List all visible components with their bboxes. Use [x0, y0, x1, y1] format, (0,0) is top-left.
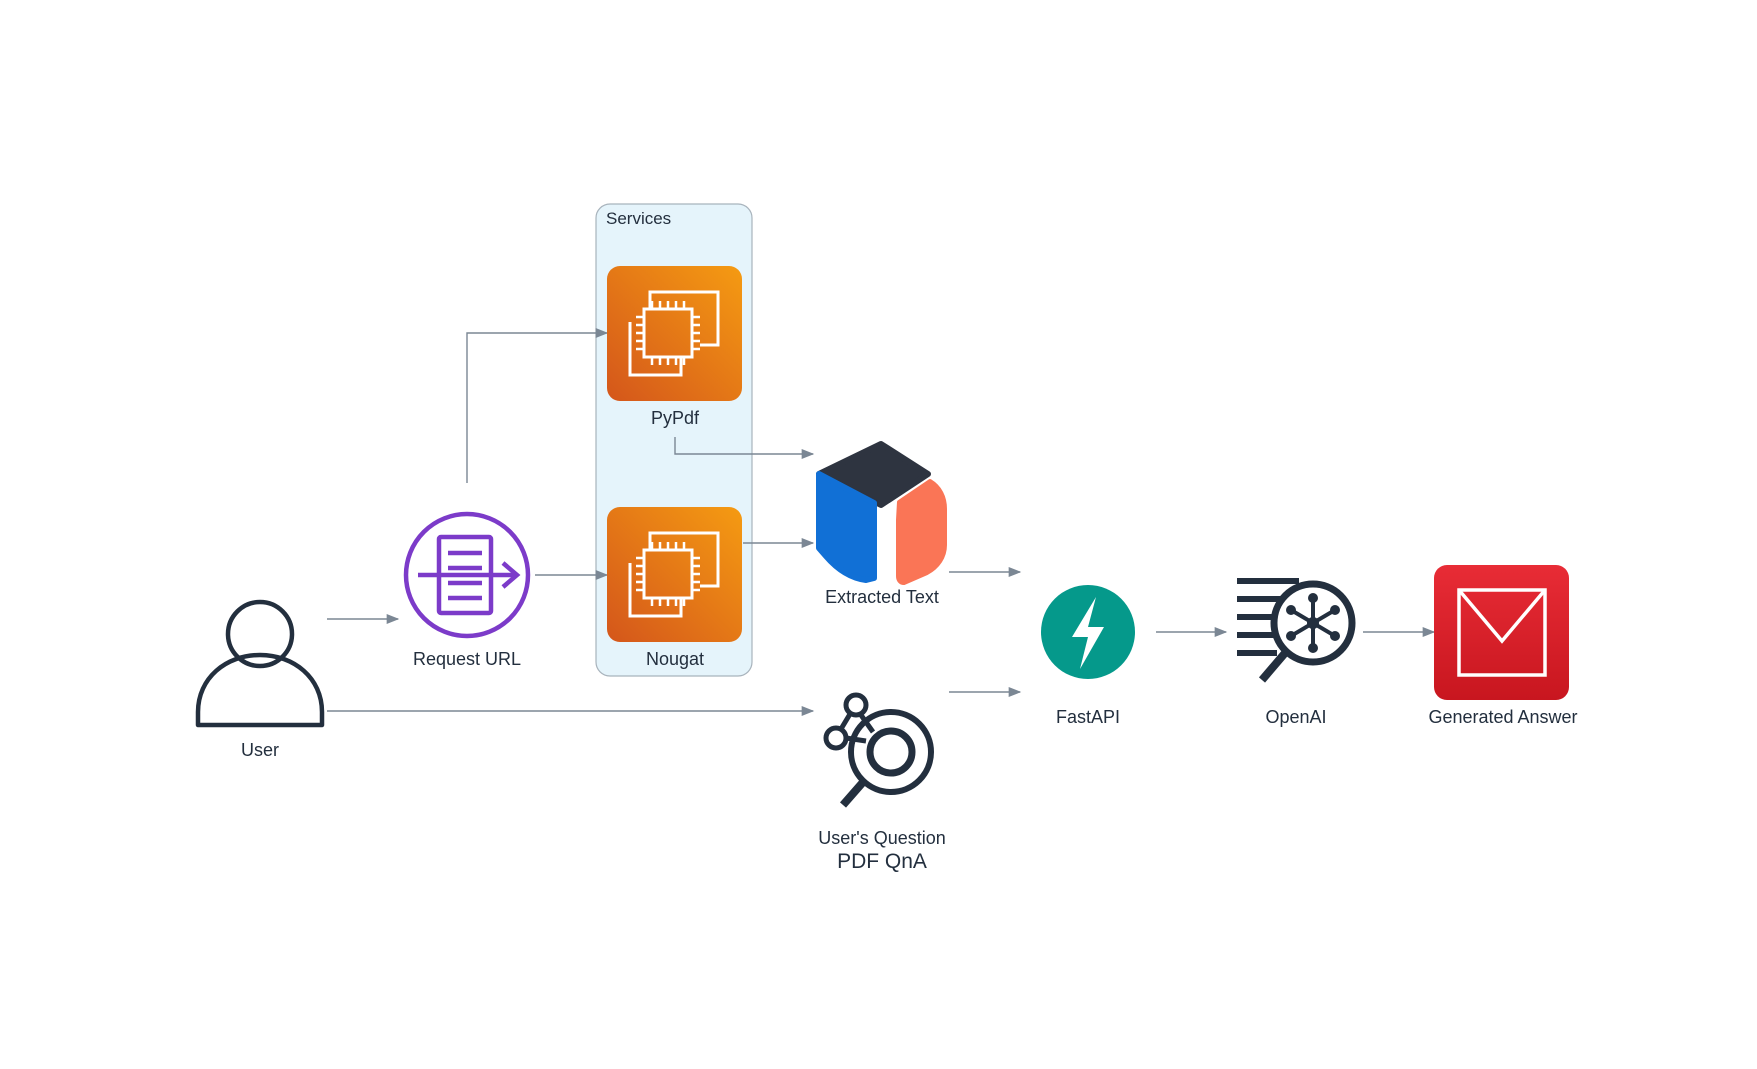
search-graph-icon: [823, 692, 934, 808]
generated-answer-label: Generated Answer: [1428, 707, 1578, 727]
nougat-ec2-icon: [607, 507, 742, 642]
extracted-text-label: Extracted Text: [825, 587, 939, 607]
diagram-title: PDF QnA: [837, 850, 927, 873]
request-url-icon: [403, 511, 531, 639]
nougat-label: Nougat: [645, 649, 705, 669]
airbyte-icon: [816, 441, 947, 585]
users-question-label: User's Question: [818, 828, 946, 848]
mail-icon: [1434, 565, 1569, 700]
edge-request-url-pypdf: [466, 327, 609, 483]
edges: [327, 327, 1436, 717]
pypdf-ec2-icon: [607, 266, 742, 401]
request-url-label: Request URL: [412, 649, 522, 669]
services-cluster-label: Services: [606, 209, 672, 228]
search-network-icon: [1237, 578, 1356, 683]
fastapi-label: FastAPI: [1055, 707, 1121, 727]
pypdf-label: PyPdf: [650, 408, 700, 428]
openai-label: OpenAI: [1265, 707, 1327, 727]
edge-pypdf-extracted-text: [674, 437, 815, 460]
lightning-bolt-icon: [1041, 585, 1135, 679]
user-icon: [195, 599, 325, 728]
user-label: User: [240, 740, 280, 760]
